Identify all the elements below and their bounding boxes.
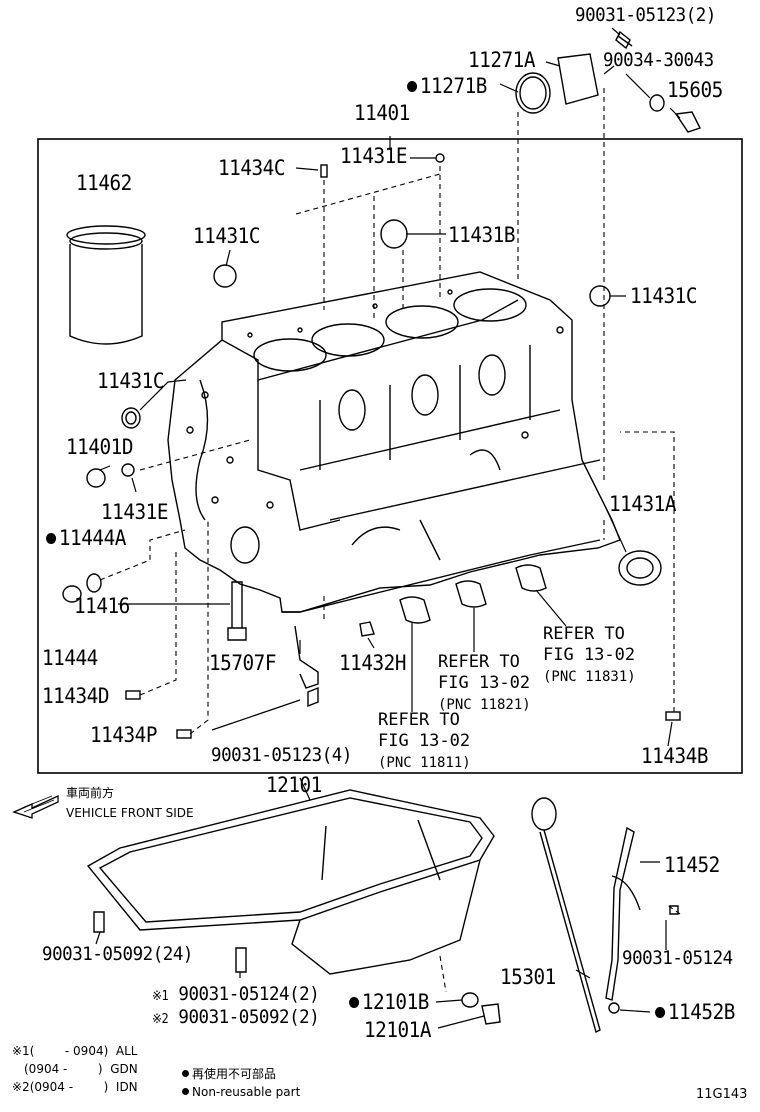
- part-label: 15707F: [209, 651, 277, 675]
- part-label: 11401D: [66, 435, 134, 459]
- non-reusable-dot-icon: [46, 533, 57, 544]
- refer-to-note: REFER TO FIG 13-02 (PNC 11821): [438, 652, 531, 713]
- part-label: 11431C: [630, 284, 698, 308]
- leader-lines: [95, 27, 681, 1029]
- part-label: 11431E: [340, 144, 408, 168]
- part-label: ※1 90031-05124(2): [152, 983, 320, 1005]
- part-label: 11462: [76, 171, 132, 195]
- part-label: 11271A: [468, 48, 536, 72]
- part-label: 90031-05123(2): [575, 4, 716, 26]
- part-label: 90031-05123(4): [211, 744, 352, 766]
- legend-reuse-jp: 再使用不可部品: [182, 1068, 276, 1080]
- part-label: 12101: [266, 773, 322, 797]
- cylinder-liner-drawing: [66, 225, 146, 345]
- refer-to-note: REFER TO FIG 13-02 (PNC 11831): [543, 624, 636, 685]
- front-arrow-icon: [12, 794, 59, 819]
- part-label: 11432H: [339, 651, 407, 675]
- legend-row: (0904 - ) GDN: [24, 1062, 138, 1076]
- small-parts-drawings: [62, 30, 701, 1034]
- part-label: 11434B: [641, 744, 709, 768]
- non-reusable-dot-icon: [349, 997, 360, 1008]
- part-label: 11431C: [193, 224, 261, 248]
- part-label: ※2 90031-05092(2): [152, 1006, 320, 1028]
- part-label: 11431B: [448, 223, 516, 247]
- part-label: 11434D: [42, 684, 110, 708]
- part-label: 11416: [74, 594, 130, 618]
- part-label: 11271B: [407, 76, 487, 97]
- part-label: 90034-30043: [603, 49, 714, 71]
- cylinder-block-drawing: [167, 271, 621, 613]
- part-label: 11434C: [218, 156, 286, 180]
- dashed-lines: [99, 88, 681, 993]
- part-label: 90031-05124: [622, 947, 733, 969]
- part-label: 12101A: [364, 1018, 432, 1042]
- part-label: 11431C: [97, 369, 165, 393]
- non-reusable-dot-icon: [407, 81, 418, 92]
- part-label: 11431A: [609, 492, 677, 516]
- part-label: 15605: [667, 78, 723, 102]
- diagram-code: 11G143: [696, 1087, 748, 1102]
- part-label: 11434P: [90, 723, 158, 747]
- non-reusable-dot-icon: [182, 1070, 189, 1077]
- non-reusable-dot-icon: [655, 1007, 666, 1018]
- legend-row: ※1( - 0904) ALL: [12, 1044, 138, 1058]
- part-label: 11444A: [46, 528, 126, 549]
- front-label-jp: 車両前方: [66, 786, 115, 800]
- legend-row: ※2(0904 - ) IDN: [12, 1080, 138, 1094]
- part-label: 11401: [354, 101, 410, 125]
- front-label-en: VEHICLE FRONT SIDE: [66, 806, 194, 820]
- part-label: 90031-05092(24): [42, 943, 193, 965]
- non-reusable-dot-icon: [182, 1088, 189, 1095]
- part-label: 12101B: [349, 992, 429, 1013]
- part-label: 11452: [664, 853, 720, 877]
- legend-reuse-en: Non-reusable part: [182, 1086, 300, 1098]
- part-label: 15301: [500, 965, 556, 989]
- part-label: 11444: [42, 646, 98, 670]
- part-label: 11452B: [655, 1002, 735, 1023]
- part-label: 11431E: [101, 500, 169, 524]
- refer-to-note: REFER TO FIG 13-02 (PNC 11811): [378, 710, 471, 771]
